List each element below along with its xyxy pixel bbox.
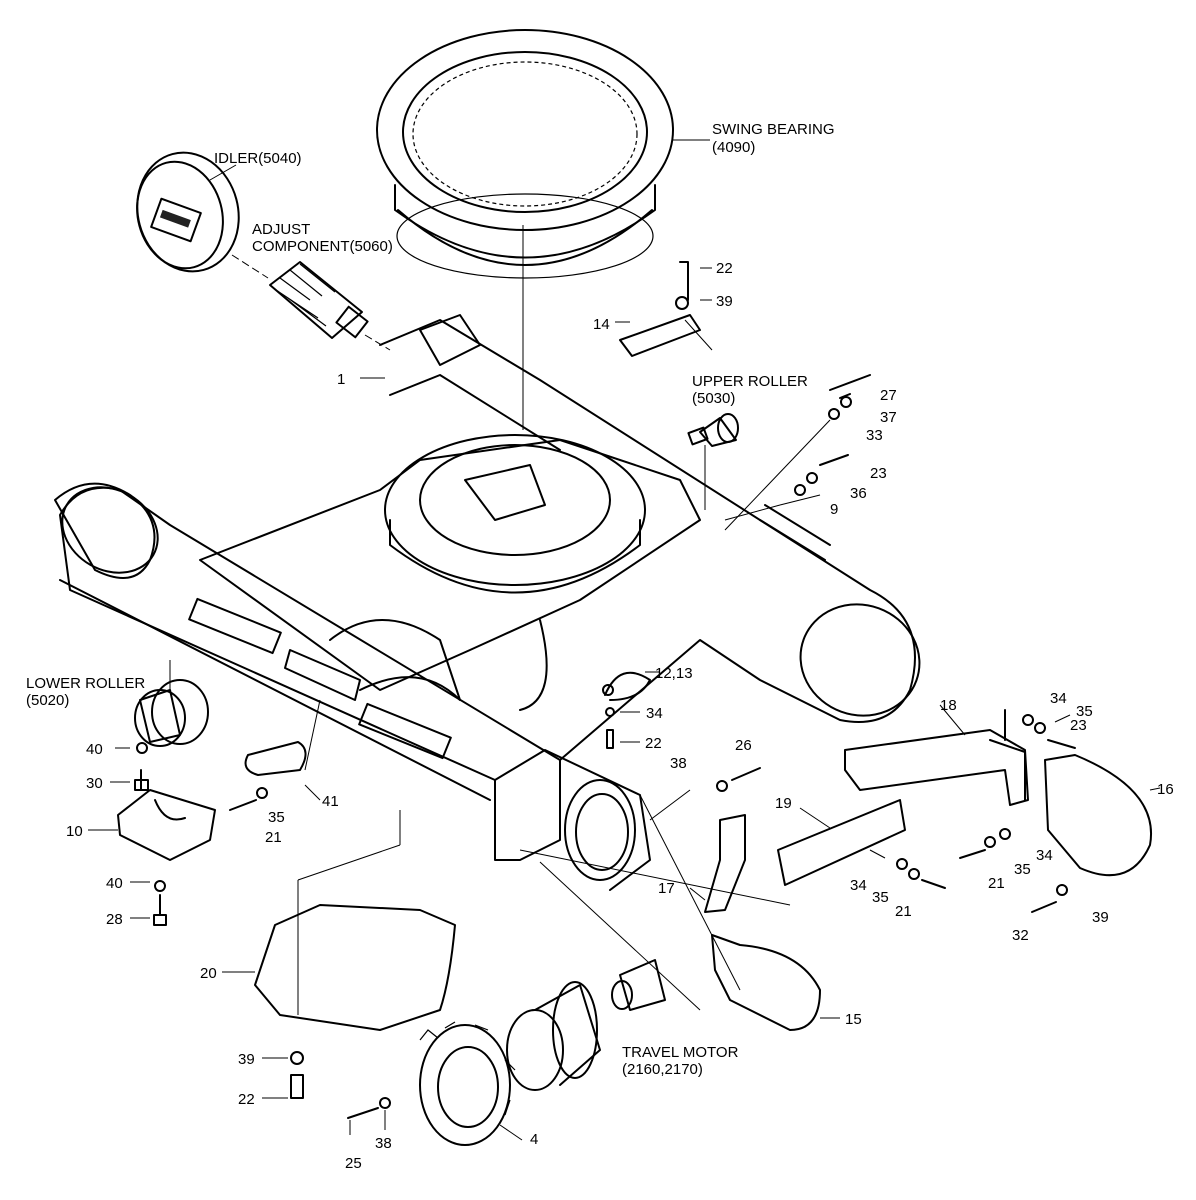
callout-22-bottom: 22 xyxy=(238,1091,255,1108)
callout-15: 15 xyxy=(845,1011,862,1028)
callout-28: 28 xyxy=(106,911,123,928)
adjust-label-line2: COMPONENT(5060) xyxy=(252,238,393,255)
part-20-plate-drawing xyxy=(254,904,456,1031)
callout-34-center: 34 xyxy=(646,705,663,722)
callout-40-lower: 40 xyxy=(106,875,123,892)
callout-35-top-right: 35 xyxy=(1076,703,1093,720)
callout-35-mid: 35 xyxy=(1014,861,1031,878)
callout-21-mid: 21 xyxy=(988,875,1005,892)
side-plates-drawing xyxy=(777,709,1153,886)
travel-motor-code: (2160,2170) xyxy=(622,1061,703,1078)
callout-19: 19 xyxy=(775,795,792,812)
travel-motor-drawing xyxy=(506,959,666,1091)
callout-22-top: 22 xyxy=(716,260,733,277)
callout-18: 18 xyxy=(940,697,957,714)
lower-roller-name: LOWER ROLLER xyxy=(26,675,145,692)
callout-38-center: 38 xyxy=(670,755,687,772)
callout-12-13: 12,13 xyxy=(655,665,693,682)
callout-39-right: 39 xyxy=(1092,909,1109,926)
callout-4: 4 xyxy=(530,1131,538,1148)
callout-37: 37 xyxy=(880,409,897,426)
callout-35-low: 35 xyxy=(872,889,889,906)
callout-39-bottom: 39 xyxy=(238,1051,255,1068)
callout-1: 1 xyxy=(337,371,345,388)
part-41-plate-drawing xyxy=(244,741,307,776)
callout-23-right: 23 xyxy=(1070,717,1087,734)
adjust-label-line1: ADJUST xyxy=(252,221,310,238)
lower-roller-code: (5020) xyxy=(26,692,69,709)
callout-35-left: 35 xyxy=(268,809,285,826)
swing-bearing-code: (4090) xyxy=(712,139,755,156)
fastener-drawings xyxy=(134,261,1076,1119)
callout-34-right: 34 xyxy=(1036,847,1053,864)
callout-38-bottom: 38 xyxy=(375,1135,392,1152)
swing-bearing-drawing xyxy=(376,29,674,279)
callout-14: 14 xyxy=(593,316,610,333)
callout-27: 27 xyxy=(880,387,897,404)
callout-36: 36 xyxy=(850,485,867,502)
callout-22-center: 22 xyxy=(645,735,662,752)
travel-motor-name: TRAVEL MOTOR xyxy=(622,1044,739,1061)
callout-26: 26 xyxy=(735,737,752,754)
callout-34-low: 34 xyxy=(850,877,867,894)
part-10-bracket-drawing xyxy=(117,789,216,861)
upper-roller-name: UPPER ROLLER xyxy=(692,373,808,390)
callout-40-upper: 40 xyxy=(86,741,103,758)
callout-16: 16 xyxy=(1157,781,1174,798)
callout-23-upper: 23 xyxy=(870,465,887,482)
callout-30: 30 xyxy=(86,775,103,792)
idler-label: IDLER(5040) xyxy=(214,150,302,167)
upper-roller-drawing xyxy=(687,413,739,447)
leader-lines xyxy=(88,164,1161,1141)
upper-roller-code: (5030) xyxy=(692,390,735,407)
swing-bearing-name: SWING BEARING xyxy=(712,121,835,138)
callout-20: 20 xyxy=(200,965,217,982)
callout-21-low: 21 xyxy=(895,903,912,920)
part-15-17-drawing xyxy=(704,814,821,1031)
track-frame-drawing xyxy=(54,314,921,891)
callout-25: 25 xyxy=(345,1155,362,1172)
lower-roller-drawing xyxy=(134,679,209,747)
callout-17: 17 xyxy=(658,880,675,897)
callout-32: 32 xyxy=(1012,927,1029,944)
callout-34-top-right: 34 xyxy=(1050,690,1067,707)
idler-drawing xyxy=(136,151,240,273)
callout-9: 9 xyxy=(830,501,838,518)
callout-39-top: 39 xyxy=(716,293,733,310)
sprocket-drawing xyxy=(419,1021,516,1146)
callout-33: 33 xyxy=(866,427,883,444)
adjust-component-drawing xyxy=(269,261,369,339)
callout-10: 10 xyxy=(66,823,83,840)
callout-41: 41 xyxy=(322,793,339,810)
callout-21-left: 21 xyxy=(265,829,282,846)
